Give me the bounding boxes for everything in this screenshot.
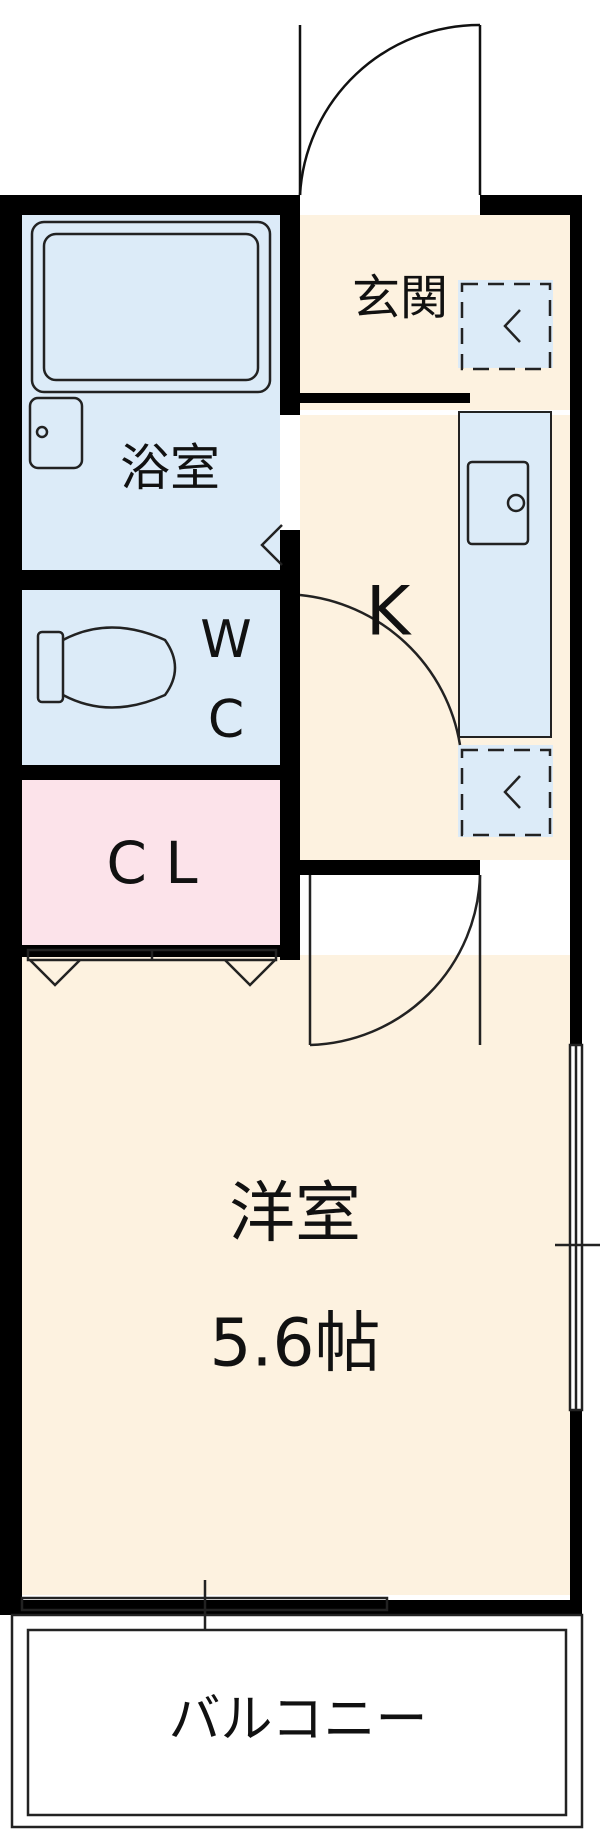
toilet-label-c: C [208, 690, 244, 750]
window-right [555, 1043, 600, 1412]
bath-label: 浴室 [120, 439, 220, 497]
balcony [10, 1613, 584, 1829]
kitchen-door [299, 593, 462, 746]
kitchen-counter [458, 411, 552, 738]
room-door [308, 874, 482, 1047]
kitchen-label: K [366, 573, 413, 652]
bathtub [28, 220, 272, 470]
closet-doors [26, 948, 278, 987]
walls [0, 195, 582, 1615]
closet-floor [22, 780, 280, 945]
balcony-label: バルコニー [169, 1690, 428, 1750]
kitchen-sink [466, 460, 530, 546]
toilet-label-w: W [200, 610, 251, 670]
shoe-box-arrows [260, 309, 521, 809]
western-room-floor [22, 955, 570, 1595]
entrance-door [298, 23, 482, 196]
toilet-fixture [36, 626, 177, 709]
toilet-floor [22, 590, 280, 765]
western-room-label: 洋室 [229, 1175, 361, 1252]
entrance-label: 玄関 [352, 270, 448, 326]
shoe-box-outline [460, 282, 552, 837]
window-balcony [20, 1580, 389, 1630]
western-room-size: 5.6帖 [210, 1305, 381, 1382]
closet-label: C L [106, 829, 197, 897]
